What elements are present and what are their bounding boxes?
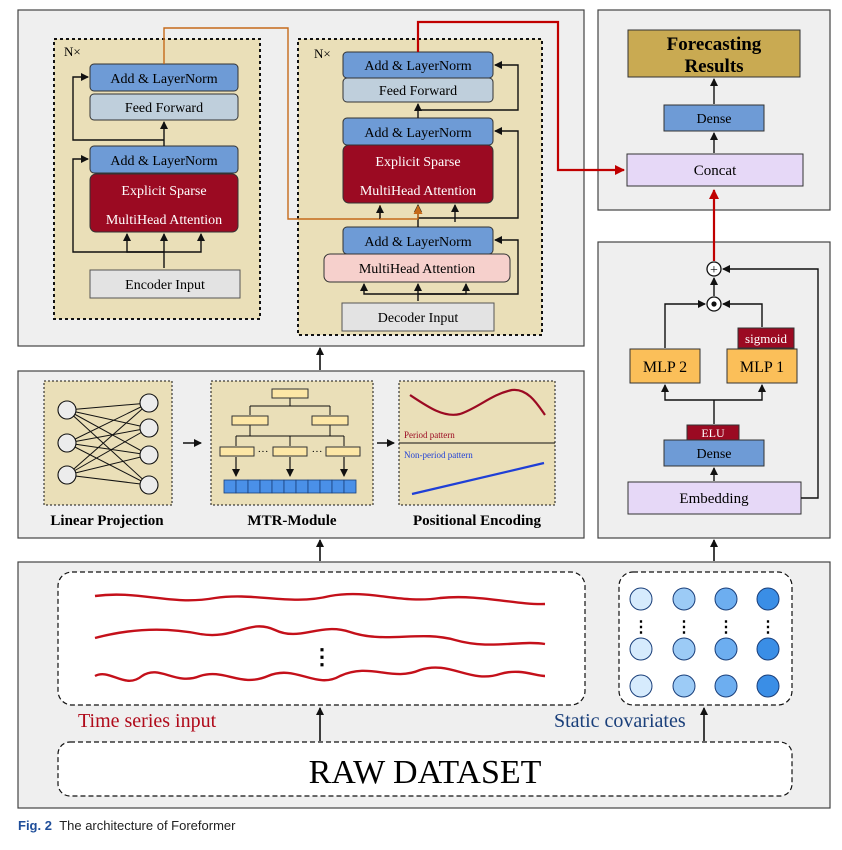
encoder-feed-forward-label: Feed Forward	[125, 101, 203, 116]
encoder-to-decoder-connector	[163, 27, 423, 220]
time-series-curves	[94, 592, 546, 682]
svg-text:⋮: ⋮	[676, 619, 692, 636]
decoder-input	[341, 302, 495, 332]
mlp2-label: MLP 2	[643, 359, 687, 376]
static-covariates-box	[618, 571, 793, 706]
decoder-repeat: N×	[314, 46, 331, 61]
architecture-diagram: N× Add & LayerNorm Feed Forward Add & La…	[17, 9, 831, 809]
encoder-input	[89, 269, 241, 299]
decoder-feed-forward-label: Feed Forward	[379, 84, 457, 99]
period-pattern-label: Period pattern	[404, 430, 455, 440]
encoder-input-label: Encoder Input	[125, 278, 205, 293]
positional-encoding-label: Positional Encoding	[413, 513, 541, 529]
forecasting-results-box	[627, 29, 801, 78]
forecasting-results-line2: Results	[684, 56, 743, 77]
mtr-dots-1: ···	[258, 446, 269, 458]
figure-caption: Fig. 2 The architecture of Foreformer	[18, 818, 235, 833]
mlp1-box	[726, 348, 798, 384]
linear-projection-label: Linear Projection	[50, 513, 164, 529]
encoder-arrows	[72, 73, 205, 268]
sigmoid-badge	[737, 327, 795, 349]
add-operator-label: +	[710, 263, 718, 278]
decoder-arrows	[360, 61, 519, 301]
encoder-sparse-attention	[89, 173, 239, 233]
decoder-addnorm-mid-label: Add & LayerNorm	[364, 126, 471, 141]
decoder-attn-line1: Explicit Sparse	[375, 155, 460, 170]
concat-label: Concat	[694, 163, 737, 179]
embedding-label: Embedding	[679, 491, 749, 507]
static-dense	[663, 439, 765, 467]
mtr-module-label: MTR-Module	[247, 513, 337, 529]
raw-dataset-box	[57, 741, 793, 797]
svg-text:⋮: ⋮	[633, 619, 649, 636]
forecasting-results-line1: Forecasting	[667, 34, 762, 55]
static-branch-arrows	[661, 265, 819, 499]
svg-text:⋮: ⋮	[760, 619, 776, 636]
output-dense	[663, 104, 765, 132]
elu-label: ELU	[701, 426, 725, 440]
time-series-input-label: Time series input	[78, 710, 217, 732]
time-series-vdots: ⋮	[311, 644, 333, 669]
embedding-box	[627, 481, 802, 515]
encoder-attn-line2: MultiHead Attention	[106, 213, 222, 228]
static-covariates-label: Static covariates	[554, 710, 686, 732]
decoder-multihead-attention	[323, 253, 511, 283]
raw-dataset-label: RAW DATASET	[309, 754, 542, 791]
svg-text:⋮: ⋮	[718, 619, 734, 636]
multiply-operator-dot	[711, 301, 717, 307]
static-dense-label: Dense	[697, 447, 732, 462]
static-covariate-grid	[629, 587, 780, 698]
mlp2-box	[629, 348, 701, 384]
decoder-mha-label: MultiHead Attention	[359, 262, 475, 277]
network-nodes	[57, 393, 159, 495]
time-series-box	[57, 571, 586, 706]
static-covariate-vdots: ⋮ ⋮ ⋮ ⋮	[633, 619, 776, 636]
decoder-input-label: Decoder Input	[378, 311, 459, 326]
encoder-addnorm-mid-label: Add & LayerNorm	[110, 154, 217, 169]
add-operator-icon	[706, 261, 722, 277]
encoder-feed-forward	[89, 93, 239, 121]
period-pattern-curve	[409, 388, 546, 416]
decoder-feed-forward	[342, 77, 494, 103]
figure-caption-text: The architecture of Foreformer	[59, 818, 236, 833]
encoder-addnorm-top-label: Add & LayerNorm	[110, 72, 217, 87]
mlp1-label: MLP 1	[740, 359, 784, 376]
non-period-pattern-line	[411, 461, 545, 496]
concat-box	[626, 153, 804, 187]
network-edges	[66, 402, 150, 486]
decoder-attn-line2: MultiHead Attention	[360, 184, 476, 199]
decoder-addnorm-top-label: Add & LayerNorm	[364, 59, 471, 74]
decoder-sparse-attention	[342, 144, 494, 204]
output-dense-label: Dense	[697, 112, 732, 127]
encoder-attn-line1: Explicit Sparse	[121, 184, 206, 199]
decoder-addnorm-low-label: Add & LayerNorm	[364, 235, 471, 250]
non-period-pattern-label: Non-period pattern	[404, 450, 473, 460]
mtr-tree: ··· ···	[219, 388, 361, 494]
mtr-dots-2: ···	[312, 446, 323, 458]
figure-number: Fig. 2	[18, 818, 52, 833]
encoder-repeat: N×	[64, 44, 81, 59]
decoder-to-concat-arrow	[416, 20, 625, 175]
sigmoid-label: sigmoid	[745, 331, 787, 346]
